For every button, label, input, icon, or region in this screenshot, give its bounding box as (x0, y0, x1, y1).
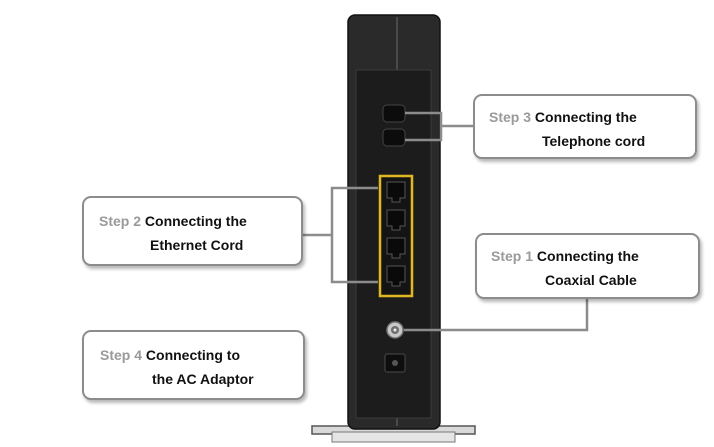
callout-step4: Step 4 Connecting to the AC Adaptor (82, 330, 305, 400)
step-label: Step 1 (491, 248, 534, 264)
power-jack-icon (384, 353, 406, 373)
ethernet-port-icon (378, 174, 414, 298)
ethernet-port-1 (386, 181, 406, 203)
callout-step4-line1: Step 4 Connecting to (100, 343, 240, 367)
step-label: Step 3 (489, 109, 532, 125)
step-title: Connecting to (145, 347, 241, 363)
device-stand-foot (331, 431, 456, 443)
callout-step4-line2: the AC Adaptor (152, 371, 254, 387)
step-title: Connecting the (536, 248, 639, 264)
telephone-jack-2 (382, 128, 406, 147)
callout-step1-line1: Step 1 Connecting the (491, 244, 639, 268)
telephone-jack-1 (382, 104, 406, 123)
callout-step2-line2: Ethernet Cord (150, 237, 244, 253)
coax-pin (393, 328, 397, 332)
step1-leader (404, 299, 589, 332)
callout-step2: Step 2 Connecting the Ethernet Cord (82, 196, 303, 266)
power-jack-pin (392, 360, 398, 366)
step-title: Connecting the (144, 213, 247, 229)
ethernet-port-2 (386, 209, 406, 231)
ethernet-port-4 (386, 265, 406, 287)
step-label: Step 4 (100, 347, 143, 363)
coaxial-connector-icon (386, 321, 404, 339)
step-title: Connecting the (534, 109, 637, 125)
step-label: Step 2 (99, 213, 142, 229)
callout-step3: Step 3 Connecting the Telephone cord (473, 94, 697, 159)
callout-step3-line2: Telephone cord (542, 133, 646, 149)
callout-step1: Step 1 Connecting the Coaxial Cable (475, 233, 700, 299)
ethernet-port-3 (386, 237, 406, 259)
callout-step1-line2: Coaxial Cable (545, 272, 637, 288)
callout-step3-line1: Step 3 Connecting the (489, 105, 637, 129)
callout-step2-line1: Step 2 Connecting the (99, 209, 247, 233)
